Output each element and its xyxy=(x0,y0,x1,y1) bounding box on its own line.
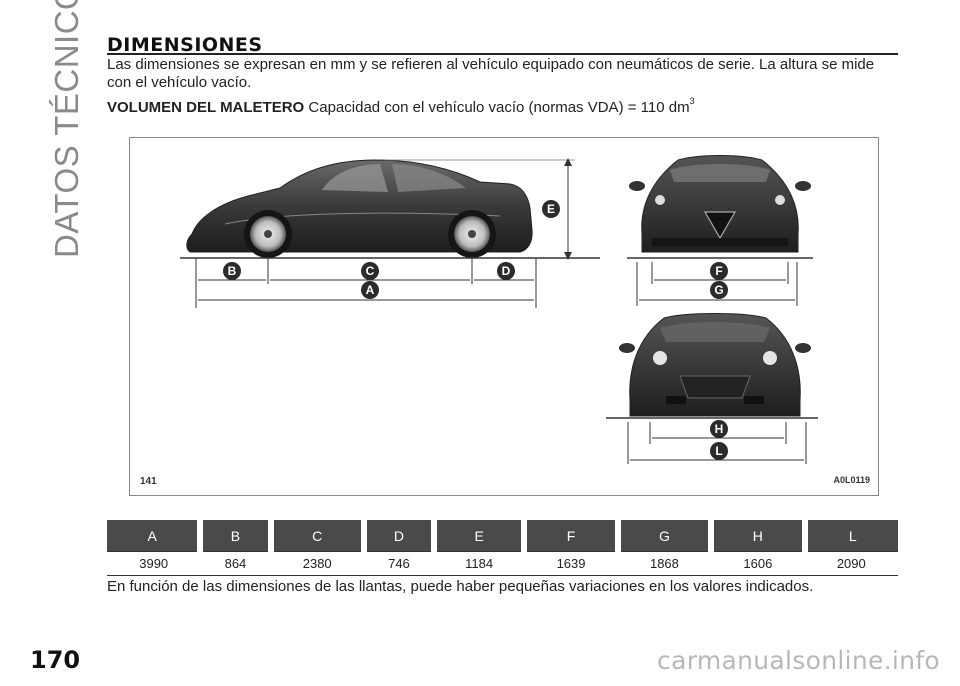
marker-d-badge: D xyxy=(497,262,515,280)
trunk-volume-label: VOLUMEN DEL MALETERO xyxy=(107,99,305,116)
table-header-cell: F xyxy=(521,520,618,552)
table-header-cell: G xyxy=(614,520,712,552)
table-header-row: A B C D E F G H L xyxy=(107,520,898,552)
figure-number: 141 xyxy=(140,476,157,487)
footnote: En función de las dimensiones de las lla… xyxy=(107,578,814,595)
page-number: 170 xyxy=(30,646,81,674)
dimensions-table: A B C D E F G H L 3990 864 2380 746 1184… xyxy=(107,520,898,576)
marker-h-badge: H xyxy=(710,420,728,438)
table-header-cell: B xyxy=(197,520,271,552)
marker-l-badge: L xyxy=(710,442,728,460)
marker-c-badge: C xyxy=(361,262,379,280)
marker-b: B xyxy=(228,264,237,278)
rear-dimension-lines xyxy=(627,422,807,464)
table-cell: 3990 xyxy=(107,551,201,576)
front-dimension-lines xyxy=(636,262,798,306)
table-cell: 1606 xyxy=(711,551,805,576)
table-cell: 2090 xyxy=(804,551,898,576)
marker-a-badge: A xyxy=(361,281,379,299)
marker-l: L xyxy=(715,444,722,458)
marker-d: D xyxy=(502,264,511,278)
marker-a: A xyxy=(366,283,375,297)
marker-h: H xyxy=(715,422,724,436)
table-header-cell: L xyxy=(801,520,898,552)
marker-g-badge: G xyxy=(710,281,728,299)
watermark: carmanualsonline.info xyxy=(657,646,940,675)
page-title: DIMENSIONES xyxy=(107,34,263,56)
marker-e-badge: E xyxy=(542,200,560,218)
section-side-label: DATOS TÉCNICOS xyxy=(48,0,85,258)
table-header-cell: D xyxy=(360,520,434,552)
marker-g: G xyxy=(714,283,723,297)
intro-paragraph: Las dimensiones se expresan en mm y se r… xyxy=(107,56,875,91)
table-cell: 2380 xyxy=(270,551,364,576)
trunk-volume-line: VOLUMEN DEL MALETERO Capacidad con el ve… xyxy=(107,96,897,116)
marker-e: E xyxy=(547,202,555,216)
table-cell: 864 xyxy=(200,551,271,576)
marker-b-badge: B xyxy=(223,262,241,280)
title-divider xyxy=(107,53,898,55)
marker-c: C xyxy=(366,264,375,278)
dimensions-diagram: B C D A E F G H xyxy=(180,155,818,464)
marker-f: F xyxy=(715,264,722,278)
table-header-cell: E xyxy=(430,520,525,552)
dimensions-figure: B C D A E F G H xyxy=(129,137,879,496)
table-header-cell: H xyxy=(708,520,805,552)
car-front-view xyxy=(629,155,811,253)
table-row: 3990 864 2380 746 1184 1639 1868 1606 20… xyxy=(107,551,898,576)
table-header-cell: C xyxy=(267,520,364,552)
table-cell: 1639 xyxy=(524,551,618,576)
table-header-cell: A xyxy=(107,520,201,552)
unit-exponent: 3 xyxy=(689,96,695,106)
table-cell: 1868 xyxy=(617,551,712,576)
trunk-volume-text: Capacidad con el vehículo vacío (normas … xyxy=(308,99,690,116)
car-side-view xyxy=(186,159,533,258)
figure-code: A0L0119 xyxy=(833,475,870,485)
table-cell: 746 xyxy=(363,551,434,576)
marker-f-badge: F xyxy=(710,262,728,280)
table-cell: 1184 xyxy=(434,551,525,576)
car-rear-view xyxy=(619,313,811,417)
